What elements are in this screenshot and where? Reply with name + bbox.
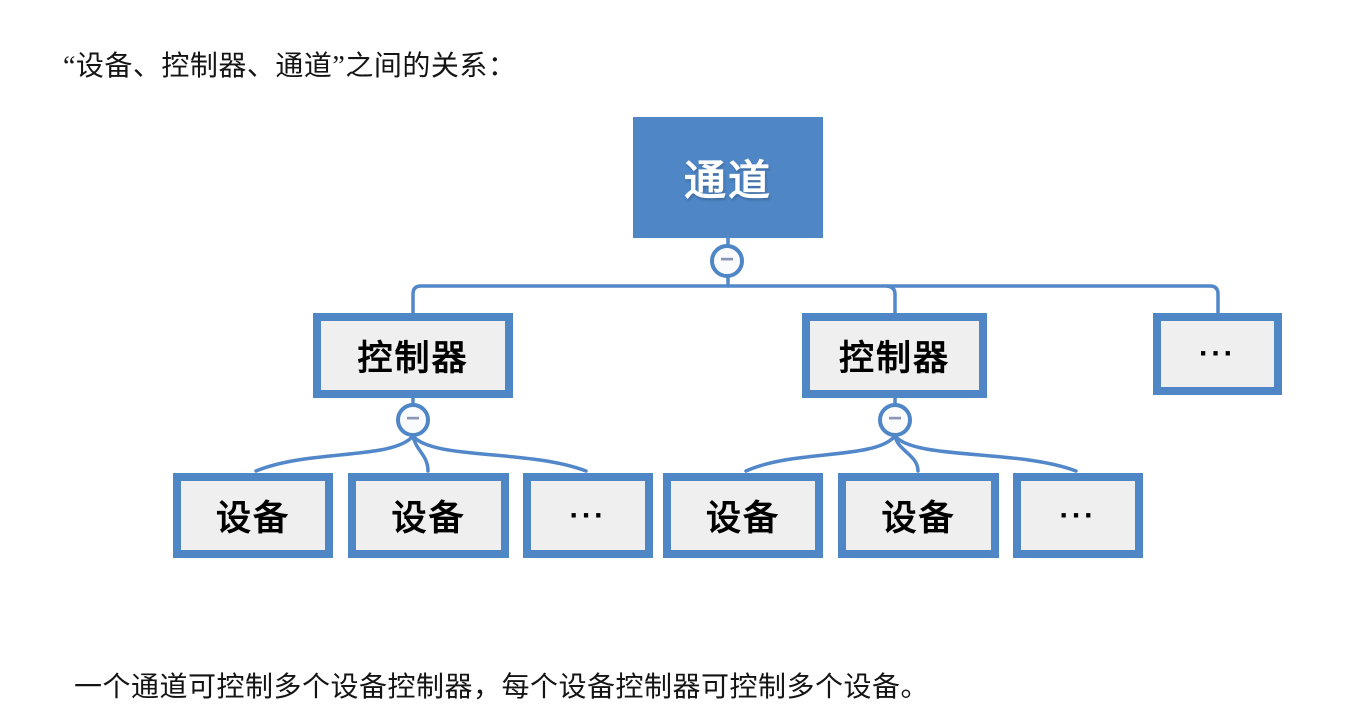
node-device-right-more-label: ... bbox=[1059, 491, 1097, 525]
node-device-left-1: 设备 bbox=[173, 473, 333, 558]
collapse-toggle-controller-2[interactable]: − bbox=[878, 403, 912, 437]
collapse-toggle-channel[interactable]: − bbox=[710, 244, 744, 278]
node-device-left-more-label: ... bbox=[569, 491, 607, 525]
node-controller-2-label: 控制器 bbox=[838, 339, 950, 378]
node-controller-more: ... bbox=[1153, 313, 1282, 395]
bus-line bbox=[411, 284, 1220, 315]
collapse-toggle-controller-1[interactable]: − bbox=[396, 403, 430, 437]
node-device-right-2-label: 设备 bbox=[881, 499, 956, 538]
node-device-right-1: 设备 bbox=[663, 473, 823, 558]
node-controller-more-label: ... bbox=[1198, 329, 1236, 363]
minus-icon: − bbox=[887, 405, 902, 432]
node-device-left-2: 设备 bbox=[348, 473, 509, 558]
minus-icon: − bbox=[405, 405, 420, 432]
node-channel-label: 通道 bbox=[683, 157, 772, 204]
node-channel: 通道 bbox=[633, 117, 823, 238]
minus-icon: − bbox=[719, 246, 734, 273]
node-device-right-1-label: 设备 bbox=[705, 499, 780, 538]
node-device-left-more: ... bbox=[523, 473, 653, 558]
footer-caption: 一个通道可控制多个设备控制器，每个设备控制器可控制多个设备。 bbox=[74, 672, 930, 703]
intro-caption: “设备、控制器、通道”之间的关系： bbox=[63, 51, 517, 82]
node-device-left-1-label: 设备 bbox=[215, 499, 290, 538]
node-controller-1: 控制器 bbox=[313, 313, 513, 398]
fan-left-3 bbox=[411, 434, 588, 473]
fan-right-1 bbox=[744, 434, 897, 473]
node-device-left-2-label: 设备 bbox=[391, 499, 466, 538]
node-device-right-2: 设备 bbox=[838, 473, 999, 558]
node-device-right-more: ... bbox=[1013, 473, 1143, 558]
node-controller-1-label: 控制器 bbox=[357, 339, 469, 378]
bus-middle-drop-line bbox=[885, 284, 897, 315]
fan-left-1 bbox=[254, 434, 415, 473]
fan-right-3 bbox=[893, 434, 1078, 473]
node-controller-2: 控制器 bbox=[802, 313, 987, 398]
